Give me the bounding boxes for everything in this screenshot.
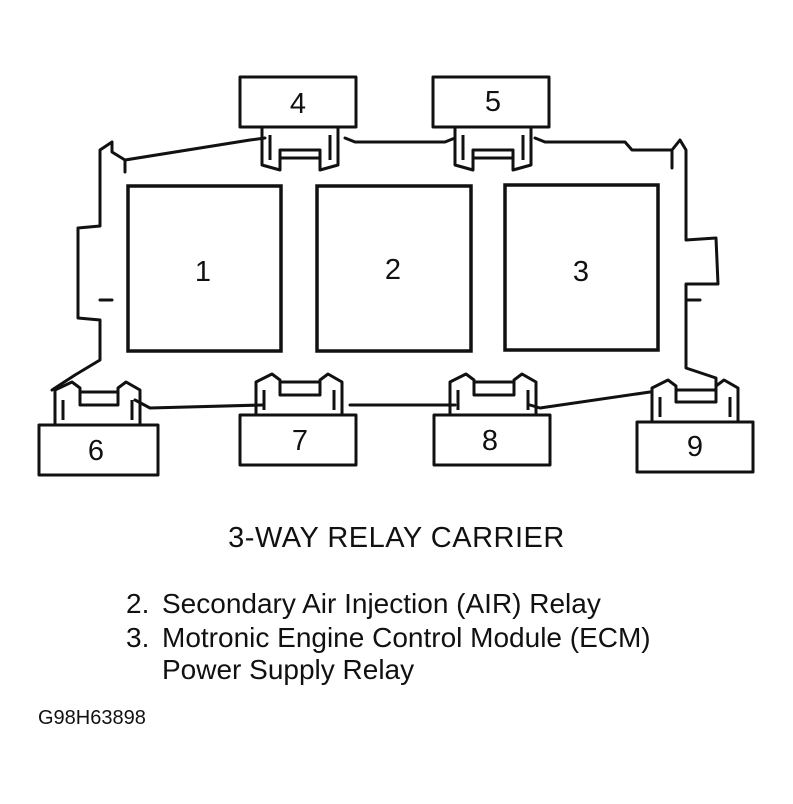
connector-label-5: 5 <box>485 86 501 118</box>
legend-number: 3. <box>126 622 150 653</box>
relay-label-3: 3 <box>573 256 589 288</box>
latch-6 <box>53 380 142 425</box>
diagram-caption: 3-WAY RELAY CARRIER <box>228 522 565 554</box>
connector-label-8: 8 <box>482 425 498 457</box>
legend-continuation: Power Supply Relay <box>162 654 415 685</box>
connector-label-4: 4 <box>290 88 306 120</box>
legend-text: Secondary Air Injection (AIR) Relay <box>162 588 601 619</box>
relay-box-3 <box>503 183 660 352</box>
figure-code: G98H63898 <box>38 707 146 729</box>
legend-number: 2. <box>126 588 150 619</box>
carrier-inner-edge <box>98 148 702 302</box>
latch-9 <box>650 378 740 422</box>
relay-box-2 <box>315 184 473 353</box>
connector-box-4 <box>238 75 358 129</box>
connector-label-6: 6 <box>88 435 104 467</box>
legend-text: Motronic Engine Control Module (ECM) <box>162 622 651 653</box>
latch-8 <box>448 372 538 415</box>
latch-7 <box>254 372 344 415</box>
relay-carrier-diagram: 1 2 3 4 5 6 7 8 9 <box>37 75 755 477</box>
relay-box-1 <box>126 184 283 353</box>
connector-label-7: 7 <box>292 425 308 457</box>
connector-box-7 <box>238 413 358 467</box>
legend-item-2: 2. Secondary Air Injection (AIR) Relay <box>126 588 601 620</box>
connector-box-8 <box>432 413 552 467</box>
latch-4 <box>260 127 340 172</box>
relay-slots <box>126 183 660 353</box>
connector-label-9: 9 <box>687 431 703 463</box>
connector-box-6 <box>37 423 160 477</box>
connector-labels: 4 5 6 7 8 9 <box>88 86 703 467</box>
connector-box-5 <box>431 75 551 129</box>
legend-item-3: 3. Motronic Engine Control Module (ECM) P… <box>126 622 651 686</box>
relay-label-2: 2 <box>385 254 401 286</box>
relay-labels: 1 2 3 <box>195 254 589 288</box>
latch-5 <box>453 127 533 172</box>
relay-label-1: 1 <box>195 256 211 288</box>
connector-box-9 <box>635 420 755 474</box>
